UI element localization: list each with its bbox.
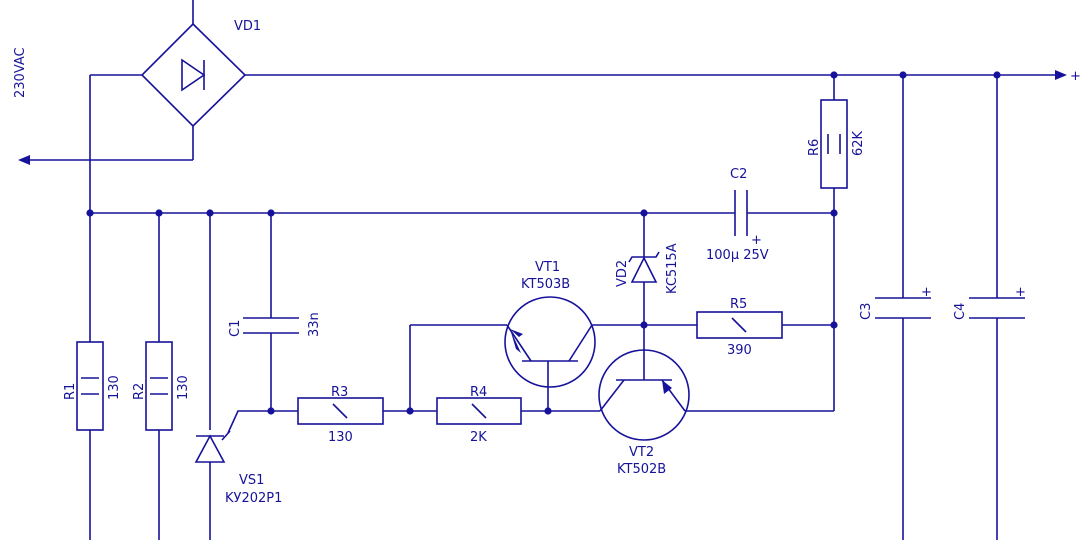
label-r6-value: 62K — [851, 130, 866, 156]
thyristor-vs1 — [194, 430, 231, 463]
label-c2-ref: C2 — [730, 167, 747, 182]
label-r6-ref: R6 — [807, 139, 822, 156]
transistor-vt1 — [504, 296, 596, 388]
label-vt1-value: KT503B — [521, 277, 570, 292]
resistor-r3 — [297, 397, 384, 425]
c2-plus-mark: + — [751, 233, 762, 248]
label-r5-value: 390 — [727, 343, 752, 358]
label-output-plus: + — [1070, 69, 1080, 84]
label-c1-ref: C1 — [228, 320, 243, 337]
label-r3-ref: R3 — [331, 385, 348, 400]
label-c4-ref: C4 — [953, 303, 968, 320]
c3-plus-mark: + — [921, 285, 932, 300]
output-arrow — [1055, 70, 1067, 80]
wires — [30, 74, 1055, 540]
label-230vac: 230VAC — [13, 47, 28, 98]
resistor-r5 — [696, 311, 783, 339]
zener-diode-vd2 — [628, 251, 660, 283]
label-r2-value: 130 — [176, 375, 191, 400]
transistor-vt2 — [598, 349, 690, 441]
capacitor-c3 — [875, 297, 931, 319]
label-vs1-ref: VS1 — [239, 473, 264, 488]
label-r1-value: 130 — [107, 375, 122, 400]
label-r5-ref: R5 — [730, 297, 747, 312]
label-r2-ref: R2 — [132, 383, 147, 400]
label-vd2-value: KC515A — [665, 243, 680, 294]
label-vd1: VD1 — [234, 19, 261, 34]
label-vs1-value: KУ202P1 — [225, 491, 282, 506]
ac-return-arrow — [18, 155, 30, 165]
label-vt2-ref: VT2 — [629, 445, 654, 460]
capacitor-c1 — [243, 317, 299, 334]
label-c3-ref: C3 — [859, 303, 874, 320]
resistor-r6 — [820, 99, 848, 189]
resistor-r1 — [76, 341, 104, 431]
junctions — [86, 71, 1001, 415]
label-vt1-ref: VT1 — [535, 260, 560, 275]
label-vt2-value: KT502B — [617, 462, 666, 477]
label-c2-value: 100µ 25V — [706, 248, 769, 263]
label-vd2-ref: VD2 — [615, 260, 630, 287]
label-r4-value: 2K — [470, 430, 487, 445]
c4-plus-mark: + — [1015, 285, 1026, 300]
label-r3-value: 130 — [328, 430, 353, 445]
label-c1-value: 33n — [307, 312, 322, 337]
resistor-r2 — [145, 341, 173, 431]
capacitor-c4 — [969, 297, 1025, 319]
label-r1-ref: R1 — [63, 383, 78, 400]
label-r4-ref: R4 — [470, 385, 487, 400]
capacitor-c2 — [734, 190, 748, 236]
resistor-r4 — [436, 397, 522, 425]
bridge-rectifier-vd1 — [140, 0, 247, 128]
